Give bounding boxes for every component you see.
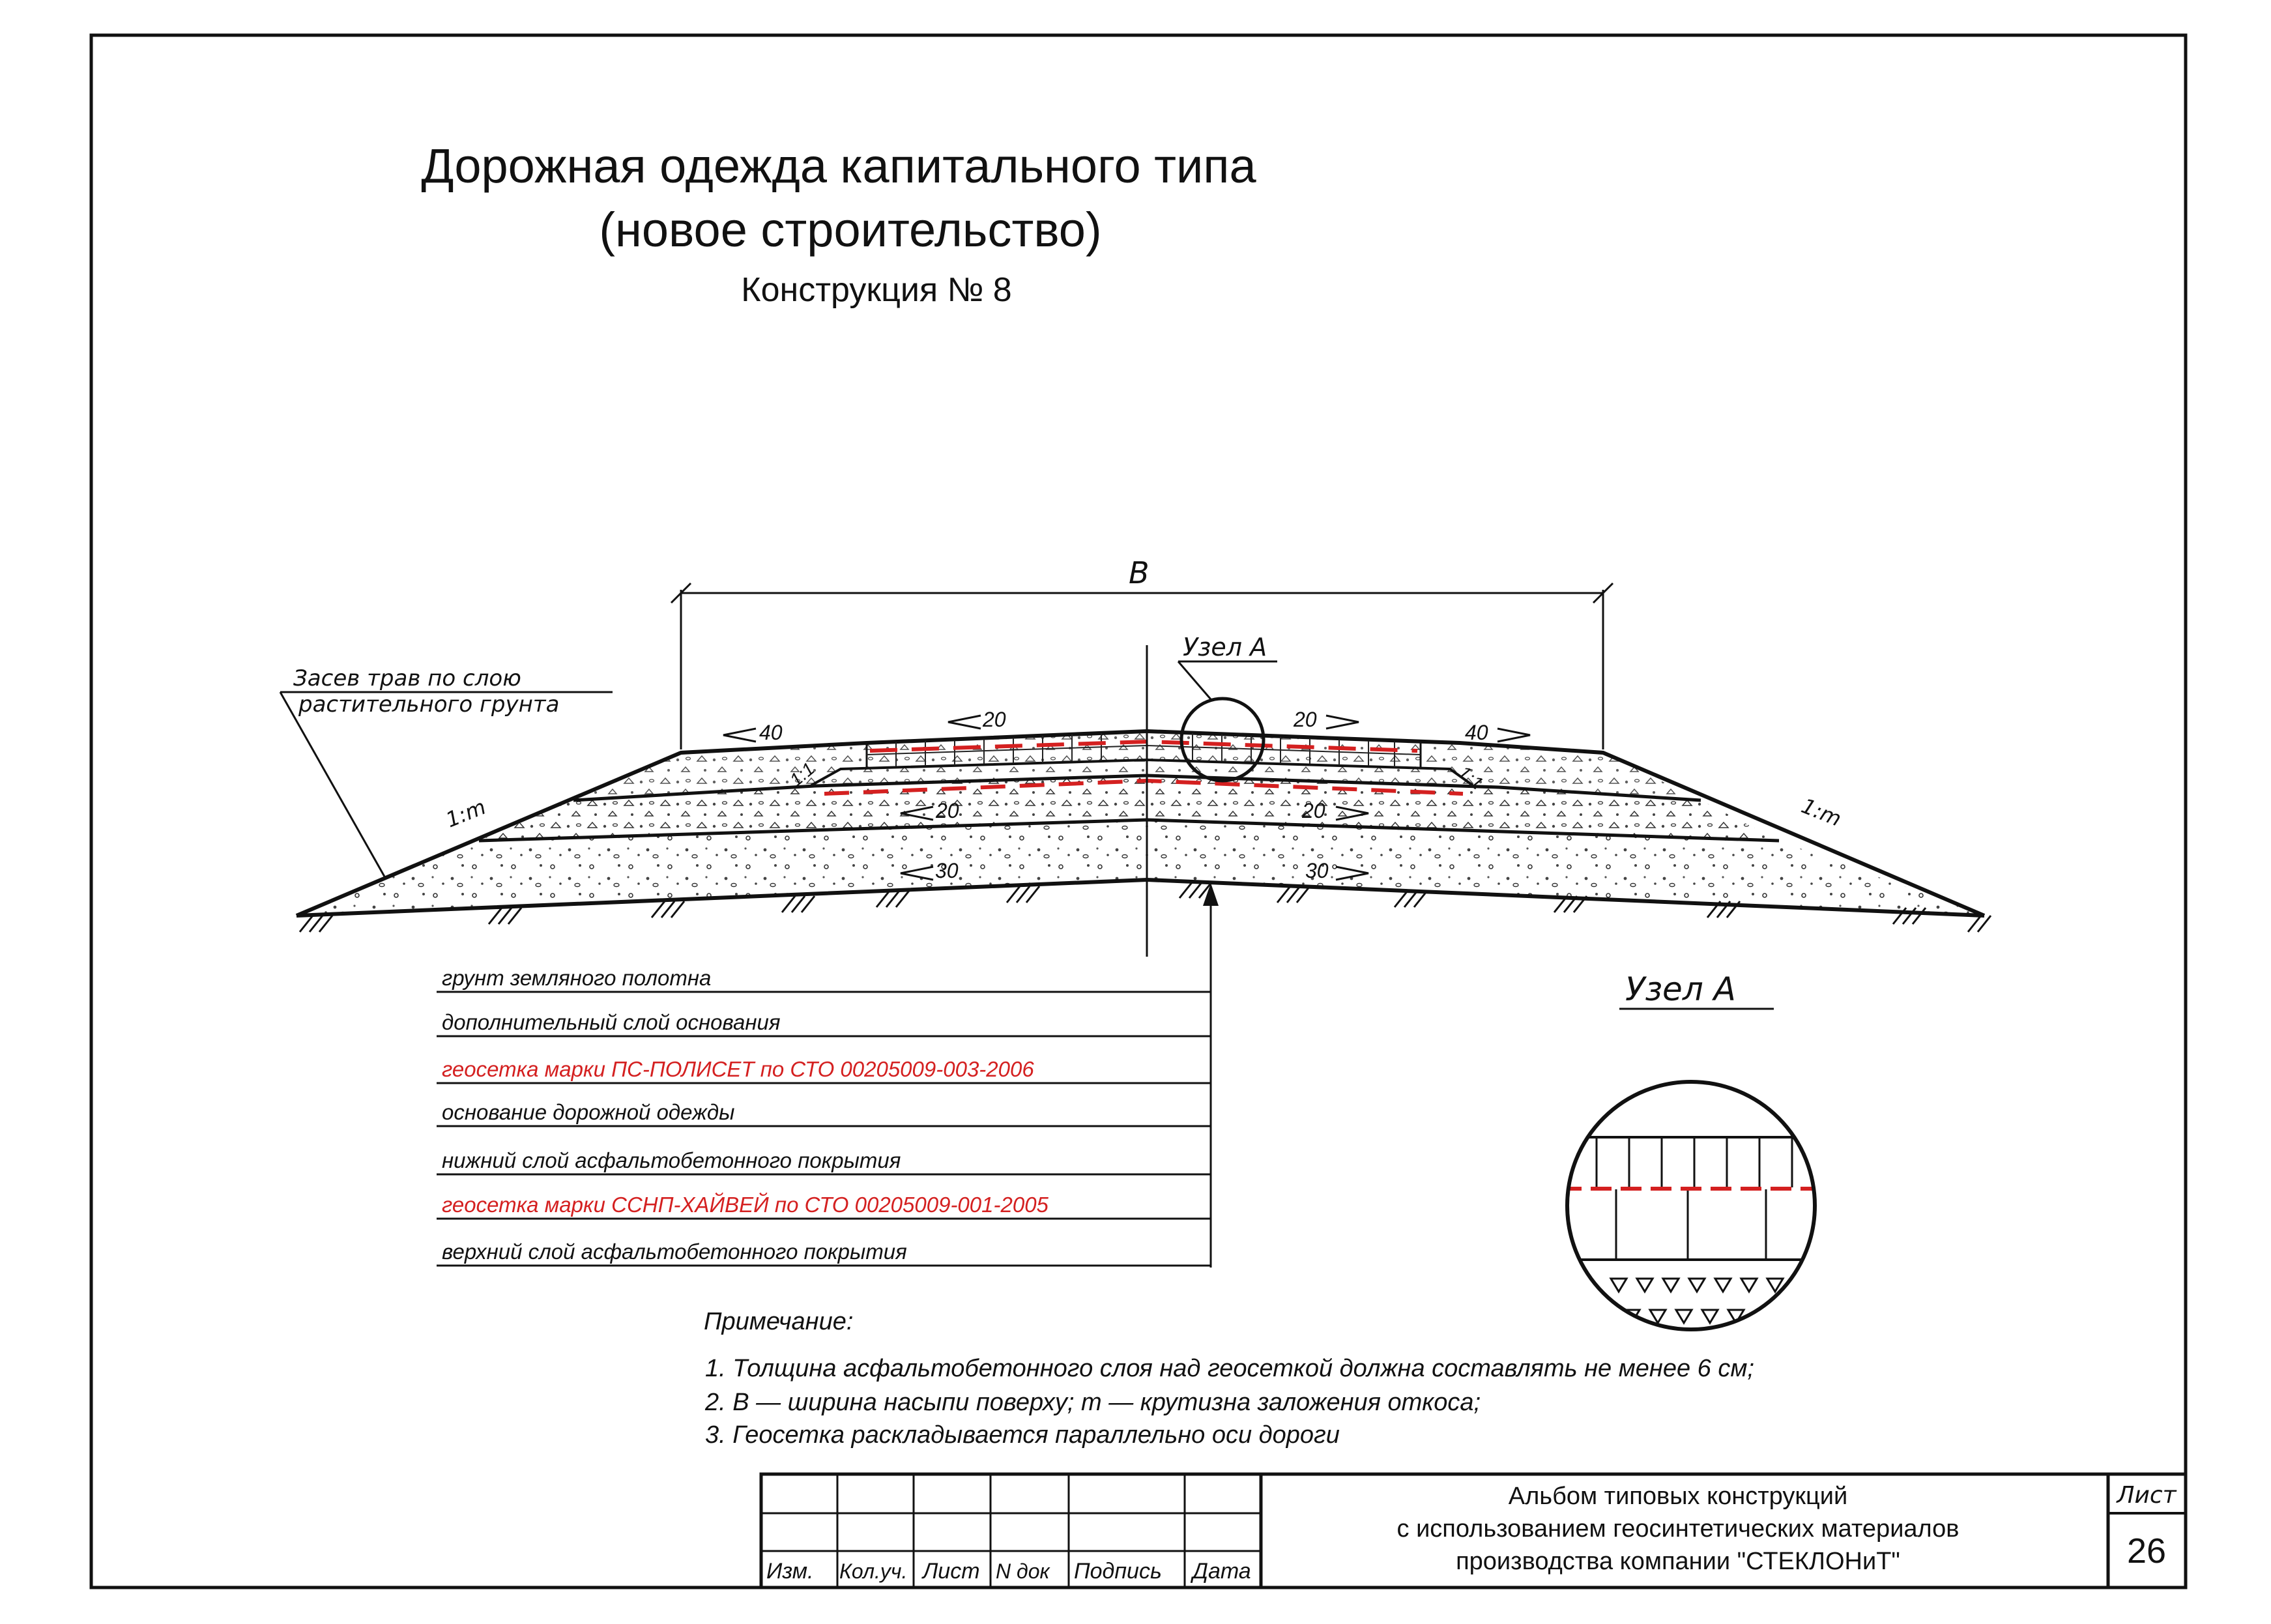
layer-5-label: нижний слой асфальтобетонного покрытия [442,1148,901,1172]
column-n-dok: N док [996,1559,1050,1583]
grass-note-line1: Засев трав по слою [293,665,521,691]
width-label: B [1129,555,1150,590]
detail-node-a: Узел А [1565,970,1817,1331]
album-title-line3: производства компании "СТЕКЛОНиТ" [1456,1548,1900,1575]
page-title: Дорожная одежда капитального типа [421,139,1256,193]
slope-top-right: 40 [1465,721,1488,744]
album-title-line1: Альбом типовых конструкций [1509,1483,1847,1510]
slope-left-label: 1:m [442,794,489,833]
column-kol-uch: Кол.уч. [839,1559,907,1583]
node-a-marker [1179,697,1266,783]
note-2: 2. B — ширина насыпи поверху; m — крутиз… [704,1389,1481,1416]
layer-legend: грунт земляного полотна дополнительный с… [437,966,1211,1267]
sheet-number: 26 [2127,1531,2166,1571]
slope-top-mid-left: 20 [982,708,1006,731]
column-podpis: Подпись [1074,1559,1162,1584]
grass-note-line2: растительного грунта [298,691,559,718]
slope-low-left: 30 [935,859,959,882]
title-block: Изм. Кол.уч. Лист N док Подпись Дата Аль… [759,1472,2188,1589]
page-title-line2: (новое строительство) [599,203,1101,257]
layer-4-label: основание дорожной одежды [442,1100,734,1124]
album-title-line2: с использованием геосинтетических матери… [1397,1515,1960,1543]
note-1: 1. Толщина асфальтобетонного слоя над ге… [705,1355,1754,1382]
slope-right-label: 1:m [1798,793,1845,832]
slope-mid-right: 20 [1301,799,1325,822]
column-data: Дата [1190,1559,1251,1584]
slope-mid-left: 20 [935,799,959,822]
layer-2-label: дополнительный слой основания [442,1010,781,1034]
notes: Примечание: 1. Толщина асфальтобетонного… [704,1308,1754,1449]
layer-7-label: верхний слой асфальтобетонного покрытия [442,1240,907,1264]
column-izm: Изм. [766,1559,814,1584]
column-list: Лист [921,1559,980,1584]
slope-top-mid-right: 20 [1293,708,1317,731]
layer-6-label: геосетка марки ССНП-ХАЙВЕЙ по СТО 002050… [442,1192,1049,1217]
note-3: 3. Геосетка раскладывается параллельно о… [705,1421,1340,1449]
slope-low-right: 30 [1305,859,1329,882]
additional-base-layer [297,820,1984,916]
ground-hatch [298,881,1992,933]
node-a-callout-label: Узел А [1183,633,1267,661]
construction-number: Конструкция № 8 [741,271,1011,309]
road-cross-section: B Узел А Засев трав по слою растительног… [279,555,1992,1268]
layer-1-label: грунт земляного полотна [442,966,711,990]
slope-top-left: 40 [759,721,783,744]
detail-title: Узел А [1625,970,1736,1008]
layer-3-label: геосетка марки ПС-ПОЛИСЕТ по СТО 0020500… [442,1057,1034,1081]
sheet-label: Лист [2115,1482,2177,1509]
notes-heading: Примечание: [704,1308,853,1335]
